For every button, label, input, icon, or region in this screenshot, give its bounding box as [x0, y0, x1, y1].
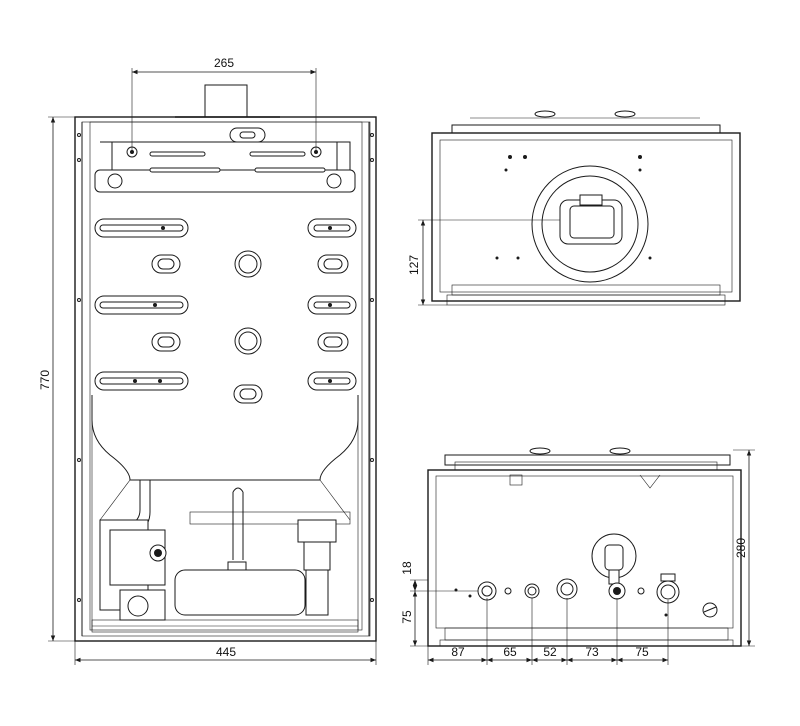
dim-top-width: 265	[214, 56, 234, 70]
dim-top-view-offset: 127	[407, 255, 421, 275]
top-dimensions: 127	[407, 219, 560, 306]
dim-bottom-height: 280	[734, 538, 748, 558]
dim-spacing-1: 87	[451, 645, 465, 659]
hydraulic-group	[99, 480, 351, 621]
top-rail	[94, 169, 356, 193]
bottom-dimensions: 280 18 75 87 65 52 73 75	[400, 449, 755, 665]
top-view	[431, 110, 741, 306]
slot-row-3	[94, 295, 357, 315]
slot-row-1	[94, 218, 357, 238]
bottom-view	[427, 447, 742, 647]
casing-outline	[74, 116, 377, 642]
dim-front-height: 770	[38, 370, 52, 390]
dim-spacing-5: 75	[635, 645, 649, 659]
dim-spacing-2: 65	[503, 645, 517, 659]
front-view	[74, 84, 377, 642]
heat-exchanger	[174, 569, 306, 616]
flue-pipe	[204, 84, 248, 118]
slot-row-4	[151, 327, 349, 355]
dim-bottom-18: 18	[400, 561, 414, 575]
slot-row-5	[94, 371, 357, 404]
dim-spacing-3: 52	[543, 645, 557, 659]
dim-bottom-75: 75	[400, 610, 414, 624]
front-dimensions: 265 770 445	[38, 56, 377, 665]
slot-row-2	[151, 250, 349, 278]
dim-spacing-4: 73	[585, 645, 599, 659]
dim-bottom-width: 445	[216, 645, 236, 659]
